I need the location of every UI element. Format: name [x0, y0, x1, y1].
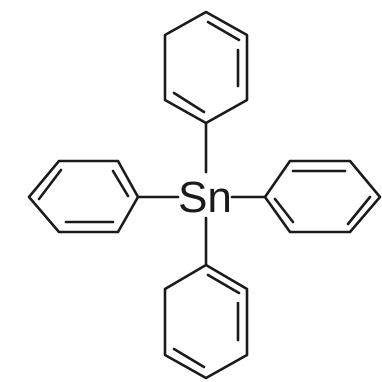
phenyl-ring-bottom	[163, 263, 249, 380]
phenyl-ring-left	[27, 159, 140, 234]
ring-bottom-outline	[163, 263, 249, 380]
phenyl-ring-right	[263, 159, 382, 234]
ring-top-double-bond-1	[206, 20, 241, 42]
ring-top-outline	[163, 10, 249, 125]
ring-left-double-bond-1	[111, 169, 130, 198]
ring-left-double-bond-2	[37, 168, 63, 201]
ring-bottom-double-bond-1	[206, 273, 241, 295]
ring-right-double-bond-2	[346, 195, 372, 226]
ring-right-outline	[263, 159, 382, 234]
ring-right-double-bond-3	[273, 197, 295, 224]
ring-bottom-double-bond-3	[172, 347, 206, 369]
central-atom-label: Sn	[178, 173, 232, 222]
phenyl-ring-top	[163, 10, 249, 125]
ring-top-double-bond-3	[172, 91, 206, 114]
ring-left-outline	[27, 159, 140, 234]
